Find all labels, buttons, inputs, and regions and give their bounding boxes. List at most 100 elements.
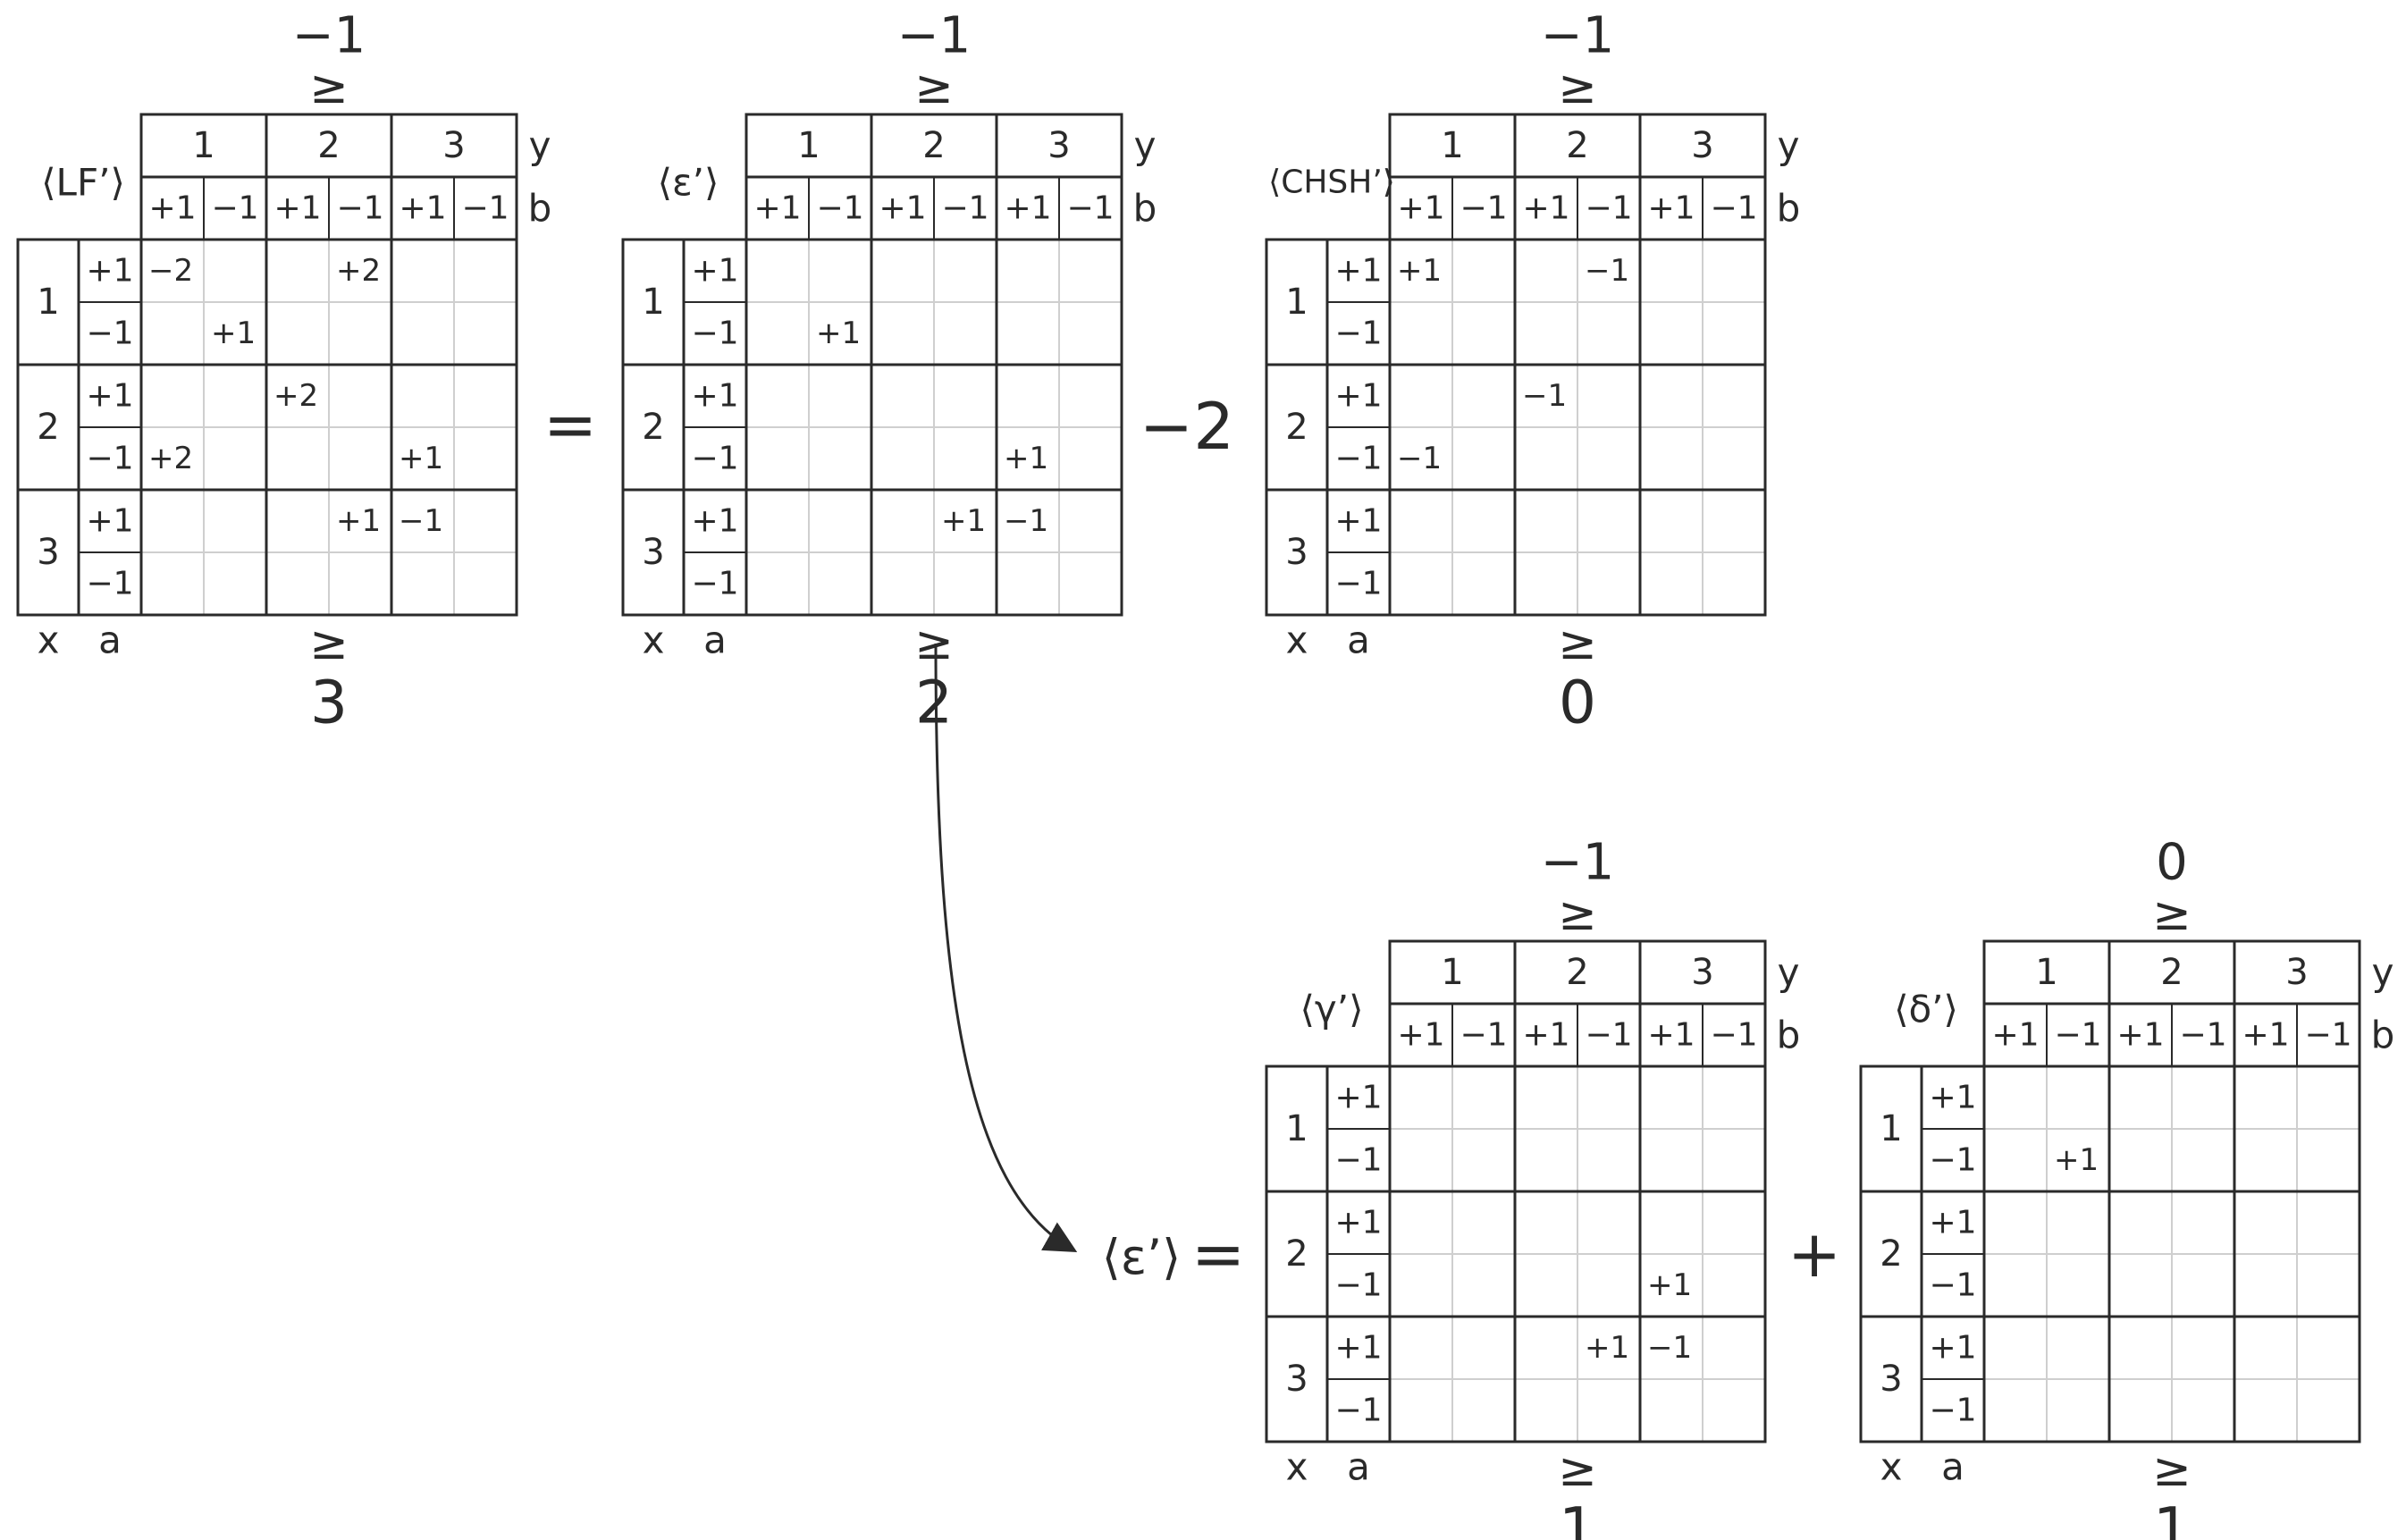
x-value-label: 2 [642, 407, 664, 448]
equals-sign-bottom: = [1191, 1216, 1245, 1292]
table-label: ⟨CHSH’⟩ [1268, 164, 1395, 201]
coefficient-cell: −1 [1585, 253, 1629, 289]
a-value-label: −1 [691, 441, 738, 477]
decomposition-arrow [934, 643, 1078, 1252]
bottom-bound-relation: ≥ [1558, 1443, 1597, 1497]
x-value-label: 2 [1285, 1233, 1308, 1275]
b-value-label: −1 [941, 190, 988, 227]
coefficient-cell: +1 [336, 503, 381, 539]
y-value-label: 2 [1566, 952, 1588, 993]
y-axis-label: y [2372, 951, 2394, 995]
x-axis-label: x [1286, 1445, 1308, 1489]
b-value-label: +1 [2116, 1017, 2164, 1054]
top-bound-value: 0 [2156, 834, 2188, 892]
bottom-bound-relation: ≥ [309, 617, 349, 670]
x-value-label: 3 [1880, 1359, 1902, 1400]
b-value-label: +1 [1004, 190, 1051, 227]
x-value-label: 3 [1285, 1359, 1308, 1400]
x-axis-label: x [643, 619, 665, 662]
b-value-label: +1 [879, 190, 926, 227]
b-value-label: −1 [1585, 190, 1632, 227]
b-value-label: −1 [1460, 1017, 1507, 1054]
y-value-label: 1 [1441, 125, 1463, 166]
a-value-label: −1 [86, 566, 133, 602]
coefficient-cell: −1 [1522, 378, 1567, 414]
a-axis-label: a [98, 619, 122, 662]
bottom-bound-value: 1 [2153, 1495, 2191, 1540]
a-value-label: +1 [1334, 1205, 1382, 1241]
a-value-label: −1 [1334, 441, 1382, 477]
a-value-label: +1 [691, 253, 738, 290]
x-value-label: 2 [37, 407, 59, 448]
equals-sign-top: = [543, 387, 597, 462]
x-axis-label: x [1880, 1445, 1903, 1489]
a-value-label: +1 [1929, 1330, 1976, 1367]
b-value-label: +1 [1991, 1017, 2039, 1054]
bottom-bound-relation: ≥ [914, 617, 954, 670]
b-value-label: −1 [1585, 1017, 1632, 1054]
x-value-label: 2 [1285, 407, 1308, 448]
y-value-label: 3 [1691, 952, 1713, 993]
top-bound-value: −1 [1541, 834, 1615, 892]
b-value-label: +1 [273, 190, 321, 227]
b-value-label: +1 [399, 190, 446, 227]
b-value-label: −1 [211, 190, 258, 227]
a-value-label: −1 [1334, 566, 1382, 602]
a-value-label: +1 [691, 503, 738, 540]
coefficient-cell: −1 [1647, 1330, 1692, 1366]
b-value-label: −1 [816, 190, 863, 227]
a-value-label: −1 [691, 316, 738, 352]
y-value-label: 3 [442, 125, 465, 166]
b-value-label: +1 [1522, 190, 1569, 227]
y-value-label: 3 [1691, 125, 1713, 166]
coefficient-cell: +1 [816, 316, 861, 351]
a-value-label: −1 [1929, 1142, 1976, 1179]
table-label: ⟨LF’⟩ [41, 161, 125, 205]
a-value-label: +1 [1929, 1205, 1976, 1241]
y-value-label: 2 [922, 125, 945, 166]
y-axis-label: y [1778, 124, 1800, 168]
y-value-label: 1 [797, 125, 820, 166]
coefficient-cell: +1 [211, 316, 256, 351]
y-value-label: 2 [1566, 125, 1588, 166]
x-value-label: 1 [37, 282, 59, 323]
a-value-label: +1 [1334, 253, 1382, 290]
a-value-label: −1 [691, 566, 738, 602]
y-value-label: 2 [2160, 952, 2183, 993]
a-value-label: −1 [1334, 1142, 1382, 1179]
top-bound-relation: ≥ [914, 61, 954, 114]
b-axis-label: b [2371, 1014, 2395, 1057]
top-bound-relation: ≥ [1558, 888, 1597, 941]
coefficient-cell: +1 [399, 441, 443, 476]
b-value-label: −1 [2304, 1017, 2351, 1054]
top-bound-value: −1 [292, 7, 366, 65]
bottom-bound-value: 2 [915, 669, 953, 737]
coefficient-cell: +1 [1004, 441, 1048, 476]
coefficient-cell: −1 [399, 503, 443, 539]
minus-two-coefficient: −2 [1140, 389, 1234, 464]
a-value-label: +1 [1334, 1330, 1382, 1367]
coefficient-cell: +2 [148, 441, 193, 476]
a-value-label: −1 [1334, 1267, 1382, 1304]
top-bound-relation: ≥ [1558, 61, 1597, 114]
a-value-label: −1 [86, 316, 133, 352]
x-axis-label: x [1286, 619, 1308, 662]
bottom-bound-value: 1 [1559, 1495, 1596, 1540]
b-value-label: +1 [1647, 190, 1695, 227]
b-axis-label: b [528, 187, 552, 231]
x-value-label: 3 [1285, 532, 1308, 573]
a-value-label: +1 [86, 378, 133, 415]
a-axis-label: a [1347, 619, 1370, 662]
y-value-label: 1 [1441, 952, 1463, 993]
b-axis-label: b [1777, 1014, 1801, 1057]
x-value-label: 1 [1285, 282, 1308, 323]
top-bound-value: −1 [1541, 7, 1615, 65]
bottom-bound-value: 0 [1559, 669, 1596, 737]
table-label: ⟨δ’⟩ [1894, 988, 1958, 1031]
a-value-label: −1 [1334, 316, 1382, 352]
x-value-label: 3 [642, 532, 664, 573]
a-value-label: +1 [691, 378, 738, 415]
